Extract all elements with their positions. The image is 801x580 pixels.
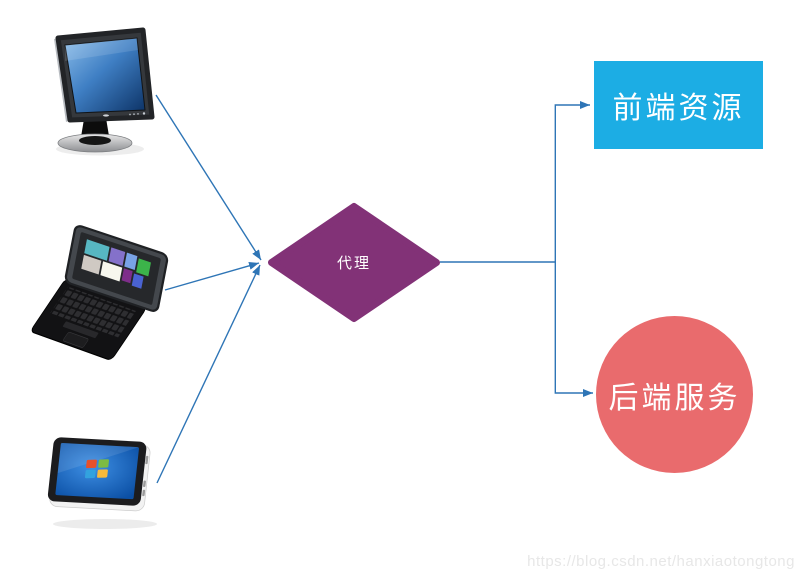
tablet-screen-gloss [57, 442, 140, 474]
laptop-start-tiles [81, 239, 151, 289]
laptop-screen [64, 225, 169, 312]
monitor-base-center [79, 136, 111, 145]
backend-node-label: 后端服务 [608, 381, 741, 415]
monitor-button [129, 113, 131, 116]
edge-proxy-to-backend [554, 262, 593, 397]
monitor-button [133, 113, 135, 116]
tablet-screen [55, 443, 139, 500]
edge-tablet-to-proxy [156, 264, 261, 484]
monitor-logo [103, 114, 109, 117]
laptop-keyboard [50, 286, 136, 338]
backend-node: 后端服务 [596, 316, 753, 473]
laptop-icon [31, 225, 169, 360]
monitor-power-button [142, 112, 146, 115]
tablet-icon [47, 437, 157, 529]
frontend-node: 前端资源 [594, 61, 763, 149]
tablet-side-button [143, 480, 146, 487]
watermark-text: https://blog.csdn.net/hanxiaotongtong [527, 553, 795, 570]
proxy-diamond-shape [268, 203, 440, 322]
laptop-spacebar [62, 321, 99, 339]
monitor-screen-gloss [65, 38, 138, 61]
edge-proxy-to-frontend [440, 101, 590, 263]
proxy-node-label: 代理 [336, 255, 371, 272]
frontend-node-label: 前端资源 [612, 92, 745, 125]
windows-logo-icon [84, 459, 109, 479]
monitor-screen [64, 37, 146, 114]
monitor-button [137, 113, 139, 115]
edge-laptop-to-proxy [164, 261, 260, 291]
tablet-side-button [142, 489, 146, 497]
tablet-side-button [145, 455, 149, 465]
desktop-monitor-icon [54, 27, 155, 156]
tablet-shadow [53, 519, 157, 529]
edge-monitor-to-proxy [155, 94, 262, 261]
laptop-touchpad [63, 331, 89, 348]
